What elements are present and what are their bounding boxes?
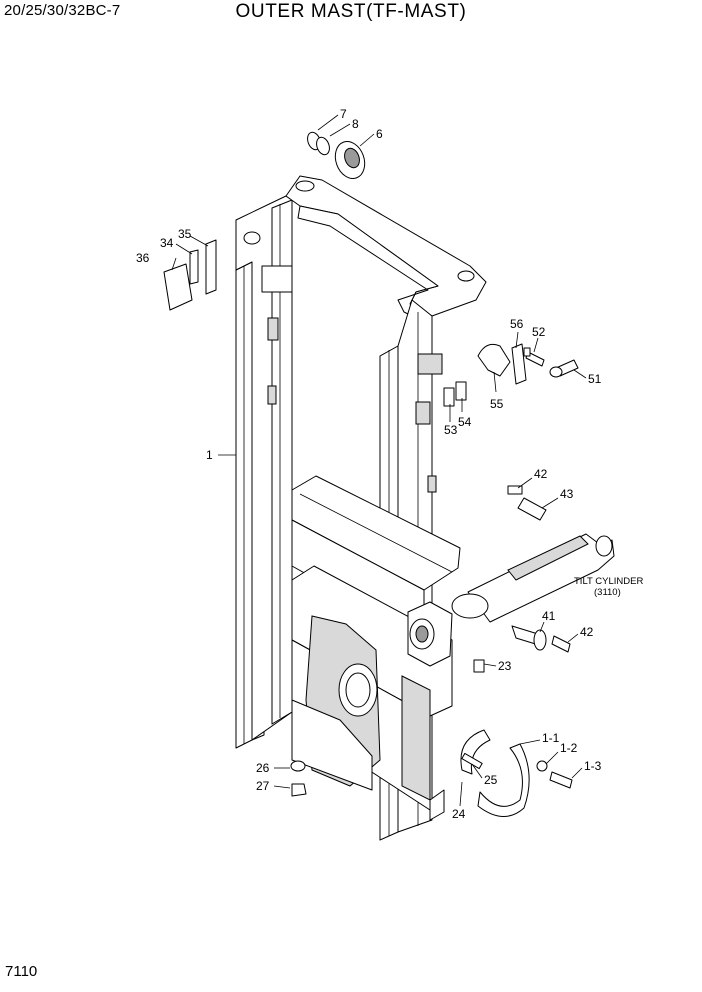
callout-34: 34	[160, 236, 174, 250]
tilt-cylinder-label: TILT CYLINDER	[574, 576, 643, 587]
callout-24: 24	[452, 807, 466, 821]
callout-25: 25	[484, 773, 498, 787]
page-number: 7110	[5, 963, 38, 980]
callout-41: 41	[542, 609, 556, 623]
callout-6: 6	[376, 127, 383, 141]
callout-56: 56	[510, 317, 524, 331]
parts	[163, 131, 615, 817]
tilt-cylinder-ref: (3110)	[594, 587, 621, 598]
callout-53: 53	[444, 423, 458, 437]
callout-1: 1	[206, 448, 213, 462]
callout-52: 52	[532, 325, 546, 339]
callout-42-lower: 42	[580, 625, 594, 639]
callout-1-1: 1-1	[542, 731, 560, 745]
model-number: 20/25/30/32BC-7	[4, 2, 121, 19]
leader-lines	[171, 114, 587, 807]
callout-55: 55	[490, 397, 504, 411]
callout-labels: 1 6 7 8 23 24 25 26 27 34 35 36 41 42 42…	[136, 107, 643, 821]
callout-35: 35	[178, 227, 192, 241]
callout-8: 8	[352, 117, 359, 131]
callout-26: 26	[256, 761, 270, 775]
page-title: OUTER MAST(TF-MAST)	[235, 1, 467, 22]
callout-36: 36	[136, 251, 150, 265]
callout-54: 54	[458, 415, 472, 429]
callout-43: 43	[560, 487, 574, 501]
callout-1-3: 1-3	[584, 759, 602, 773]
callout-23: 23	[498, 659, 512, 673]
callout-7: 7	[340, 107, 347, 121]
outer-mast-frame	[235, 175, 487, 841]
callout-27: 27	[256, 779, 270, 793]
callout-42-upper: 42	[534, 467, 548, 481]
callout-51: 51	[588, 372, 602, 386]
callout-1-2: 1-2	[560, 741, 578, 755]
